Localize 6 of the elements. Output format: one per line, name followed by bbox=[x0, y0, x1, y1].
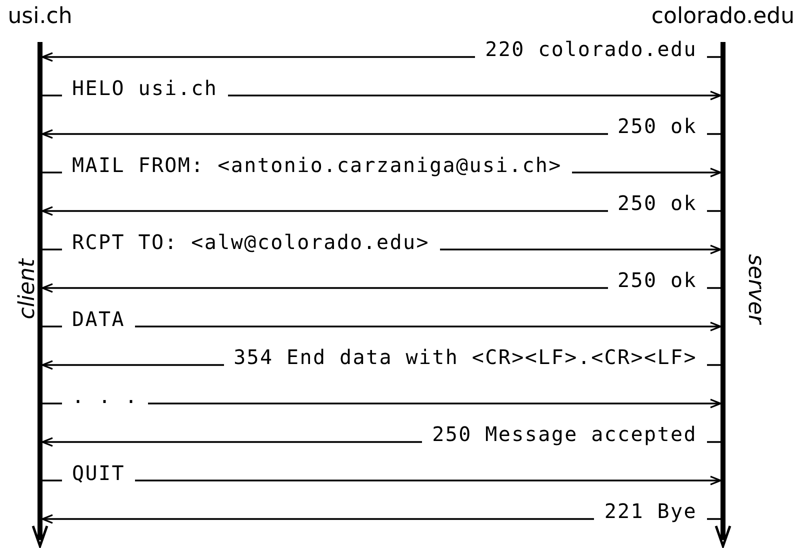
lifeline-heading: usi.ch bbox=[8, 3, 72, 31]
role-label: client bbox=[15, 257, 41, 322]
role-label: server bbox=[742, 253, 768, 327]
message-arrow bbox=[42, 476, 722, 486]
message-arrow bbox=[42, 322, 722, 332]
lifeline-heading: colorado.edu bbox=[651, 3, 795, 31]
